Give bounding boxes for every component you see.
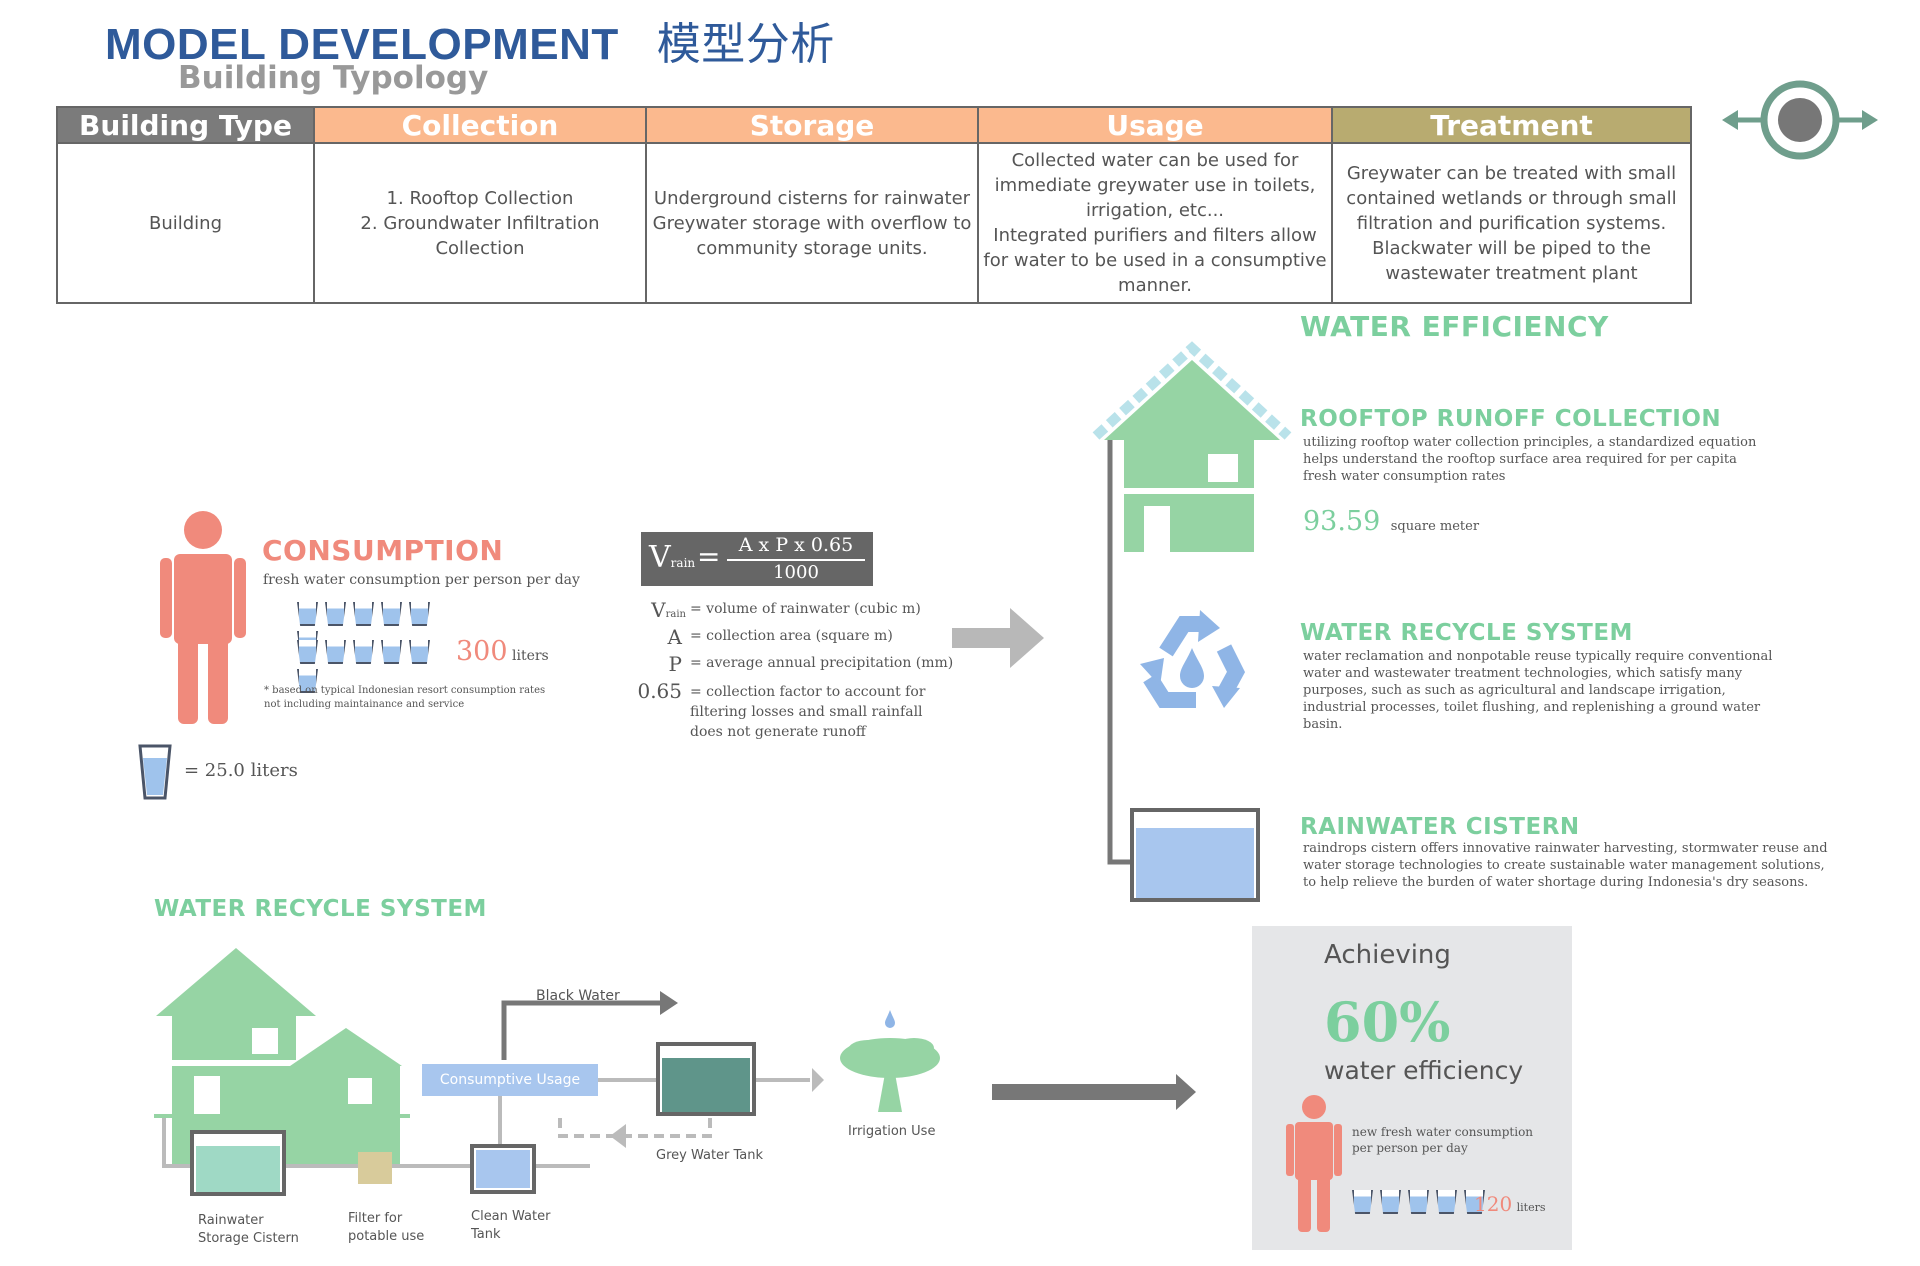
cup-icon bbox=[381, 640, 402, 664]
def-text: = collection factor to account for filte… bbox=[690, 684, 926, 740]
achieving-unit: liters bbox=[1516, 1201, 1546, 1214]
def-text: = collection area (square m) bbox=[690, 628, 893, 644]
formula-lhs-sub: rain bbox=[670, 556, 696, 570]
formula-lhs: V bbox=[649, 540, 671, 575]
consumption-value-group: 300 liters bbox=[456, 636, 549, 667]
recycle-title: WATER RECYCLE SYSTEM bbox=[1300, 620, 1633, 646]
filter-label: Filter for potable use bbox=[348, 1211, 425, 1244]
irrigation-label: Irrigation Use bbox=[848, 1124, 936, 1139]
formula-divider bbox=[727, 559, 865, 561]
formula-numerator: A x P x 0.65 bbox=[738, 534, 854, 556]
recycle-system-heading: WATER RECYCLE SYSTEM bbox=[154, 896, 487, 922]
rain-cistern-label: Rainwater Storage Cistern bbox=[198, 1213, 299, 1246]
header-usage: Usage bbox=[977, 106, 1333, 144]
cup-icon bbox=[381, 602, 402, 626]
grey-tank-label: Grey Water Tank bbox=[656, 1148, 764, 1163]
consumption-value: 300 bbox=[456, 636, 508, 667]
cup-icon bbox=[325, 602, 346, 626]
def-symbol: P bbox=[668, 652, 682, 676]
formula-box: Vrain = A x P x 0.65 1000 bbox=[641, 532, 873, 586]
cup-icon bbox=[1408, 1190, 1429, 1214]
achieving-desc: new fresh water consumption per person p… bbox=[1352, 1125, 1534, 1155]
consumptive-label: Consumptive Usage bbox=[439, 1072, 581, 1088]
cell-building-type: Building bbox=[56, 142, 315, 304]
efficiency-heading: WATER EFFICIENCY bbox=[1300, 310, 1609, 343]
rooftop-house-diagram bbox=[1092, 341, 1292, 902]
cup-legend-text: = 25.0 liters bbox=[184, 760, 298, 781]
page-subtitle: Building Typology bbox=[178, 60, 489, 96]
cup-icon bbox=[1380, 1190, 1401, 1214]
definition-row: P = average annual precipitation (mm) bbox=[634, 652, 964, 679]
header-treatment: Treatment bbox=[1331, 106, 1692, 144]
cell-treatment: Greywater can be treated with small cont… bbox=[1331, 142, 1692, 304]
achieving-value-group: 120 liters bbox=[1474, 1192, 1546, 1216]
definition-row: 0.65 = collection factor to account for … bbox=[634, 679, 964, 742]
cell-storage: Underground cisterns for rainwater Greyw… bbox=[645, 142, 979, 304]
def-symbol: V bbox=[651, 598, 666, 622]
achieving-percent: 60% bbox=[1324, 990, 1451, 1054]
cup-icon bbox=[297, 640, 318, 664]
consumption-unit: liters bbox=[512, 648, 549, 664]
def-symbol: 0.65 bbox=[637, 679, 682, 703]
header-building-type: Building Type bbox=[56, 106, 315, 144]
consumption-heading: CONSUMPTION bbox=[262, 534, 504, 567]
formula-definitions: Vrain = volume of rainwater (cubic m) A … bbox=[634, 598, 964, 742]
arrow-right-icon bbox=[952, 608, 1044, 668]
rooftop-unit: square meter bbox=[1390, 519, 1480, 534]
cup-icon bbox=[409, 640, 430, 664]
formula-eq: = bbox=[697, 540, 721, 573]
clean-tank-label: Clean Water Tank bbox=[471, 1209, 551, 1242]
definition-row: A = collection area (square m) bbox=[634, 625, 964, 652]
cistern-title: RAINWATER CISTERN bbox=[1300, 814, 1580, 840]
arrow-right-icon-large bbox=[992, 1074, 1196, 1110]
def-text: = volume of rainwater (cubic m) bbox=[690, 601, 921, 617]
house-roof bbox=[156, 948, 316, 1016]
cup-icon bbox=[353, 640, 374, 664]
cup-grid bbox=[297, 602, 457, 693]
cell-usage: Collected water can be used for immediat… bbox=[977, 142, 1333, 304]
recycle-icon bbox=[1140, 610, 1246, 708]
achieving-value: 120 bbox=[1474, 1192, 1513, 1216]
typology-table: Building Type Collection Storage Usage T… bbox=[56, 106, 1692, 304]
table-header-row: Building Type Collection Storage Usage T… bbox=[56, 106, 1692, 144]
achieving-label: Achieving bbox=[1324, 940, 1451, 970]
cup-icon bbox=[1436, 1190, 1457, 1214]
consumption-desc: fresh water consumption per person per d… bbox=[263, 572, 580, 588]
title-cn: 模型分析 bbox=[656, 19, 835, 70]
cup-icon bbox=[353, 602, 374, 626]
def-symbol: A bbox=[667, 625, 682, 649]
achieving-panel: Achieving 60% water efficiency new fresh… bbox=[1252, 926, 1572, 1250]
def-symbol-sub: rain bbox=[665, 609, 686, 620]
def-text: = average annual precipitation (mm) bbox=[690, 655, 954, 671]
table-row: Building 1. Rooftop Collection 2. Ground… bbox=[56, 142, 1692, 304]
header-storage: Storage bbox=[645, 106, 979, 144]
recycle-flow-diagram bbox=[154, 948, 940, 1196]
rooftop-desc: utilizing rooftop water collection princ… bbox=[1303, 435, 1757, 484]
header-collection: Collection bbox=[313, 106, 647, 144]
navigation-target-icon[interactable] bbox=[1720, 78, 1880, 162]
formula-denominator: 1000 bbox=[773, 562, 819, 583]
rooftop-value: 93.59 bbox=[1303, 506, 1381, 537]
cistern-desc: raindrops cistern offers innovative rain… bbox=[1303, 841, 1828, 890]
person-icon-small bbox=[1286, 1095, 1342, 1232]
rooftop-value-group: 93.59 square meter bbox=[1303, 506, 1479, 537]
cup-icon bbox=[409, 602, 430, 626]
title-en: MODEL DEVELOPMENT bbox=[105, 20, 619, 69]
cell-collection: 1. Rooftop Collection 2. Groundwater Inf… bbox=[313, 142, 647, 304]
house-roof-small bbox=[290, 1028, 402, 1066]
achieving-subtitle: water efficiency bbox=[1324, 1056, 1524, 1085]
rooftop-title: ROOFTOP RUNOFF COLLECTION bbox=[1300, 406, 1722, 432]
cup-icon bbox=[297, 602, 318, 626]
cup-icon bbox=[1352, 1190, 1373, 1214]
cup-icon bbox=[325, 640, 346, 664]
black-water-label: Black Water bbox=[536, 988, 620, 1004]
page-title: MODEL DEVELOPMENT 模型分析 bbox=[105, 8, 835, 72]
person-icon bbox=[160, 511, 246, 724]
cup-legend-icon bbox=[138, 744, 172, 800]
definition-row: Vrain = volume of rainwater (cubic m) bbox=[634, 598, 964, 625]
achieving-cups bbox=[1352, 1190, 1485, 1219]
consumption-footnote: * based on typical Indonesian resort con… bbox=[264, 685, 546, 710]
recycle-desc: water reclamation and nonpotable reuse t… bbox=[1303, 649, 1773, 732]
